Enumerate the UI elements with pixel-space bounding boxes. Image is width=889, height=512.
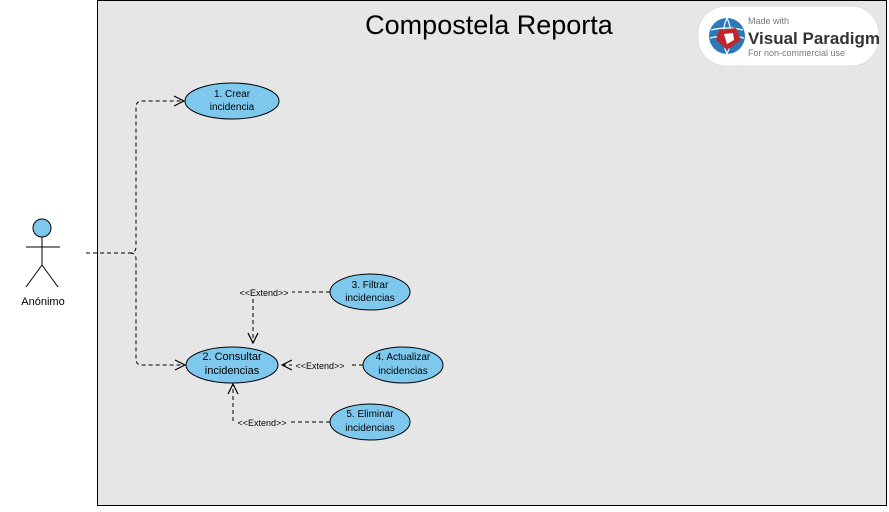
use-case-crear-incidencia[interactable]: 1. Crear incidencia [184, 82, 280, 120]
actor-left-leg [25, 264, 43, 288]
svg-text:incidencia: incidencia [210, 102, 255, 113]
visual-paradigm-logo-icon [709, 17, 745, 55]
use-case-consultar-incidencias[interactable]: 2. Consultar incidencias [185, 346, 279, 384]
svg-text:2. Consultar: 2. Consultar [202, 351, 262, 363]
extend-label-actualizar: <<Extend>> [292, 359, 349, 371]
svg-text:1. Crear: 1. Crear [214, 89, 251, 100]
actor-label: Anónimo [21, 296, 64, 308]
svg-text:incidencias: incidencias [345, 293, 394, 304]
extend-label-eliminar: <<Extend>> [234, 416, 291, 428]
system-boundary [97, 0, 887, 506]
svg-text:<<Extend>>: <<Extend>> [295, 361, 344, 371]
connector-actor-consultar [129, 252, 185, 365]
svg-text:incidencias: incidencias [345, 423, 394, 434]
extend-eliminar-connector [233, 384, 330, 423]
watermark-note: For non-commercial use [748, 48, 845, 58]
svg-text:<<Extend>>: <<Extend>> [237, 418, 286, 428]
actor-anonimo[interactable]: Anónimo [21, 218, 65, 308]
watermark-made-with: Made with [748, 16, 789, 26]
actor-right-leg [41, 264, 59, 288]
svg-text:incidencias: incidencias [378, 366, 427, 377]
actor-head [32, 218, 52, 238]
use-case-actualizar-incidencias[interactable]: 4. Actualizar incidencias [362, 346, 444, 384]
use-case-eliminar-incidencias[interactable]: 5. Eliminar incidencias [329, 403, 411, 441]
svg-text:incidencias: incidencias [205, 365, 260, 377]
svg-text:4. Actualizar: 4. Actualizar [376, 352, 431, 363]
system-title: Compostela Reporta [365, 10, 614, 40]
visual-paradigm-watermark: Made with Visual Paradigm For non-commer… [697, 5, 880, 67]
use-case-filtrar-incidencias[interactable]: 3. Filtrar incidencias [329, 273, 411, 311]
watermark-card [697, 5, 880, 67]
extend-label-filtrar: <<Extend>> [236, 286, 292, 298]
watermark-brand: Visual Paradigm [748, 29, 880, 48]
svg-text:3. Filtrar: 3. Filtrar [352, 280, 389, 291]
svg-text:<<Extend>>: <<Extend>> [239, 288, 288, 298]
svg-text:5. Eliminar: 5. Eliminar [346, 409, 394, 420]
